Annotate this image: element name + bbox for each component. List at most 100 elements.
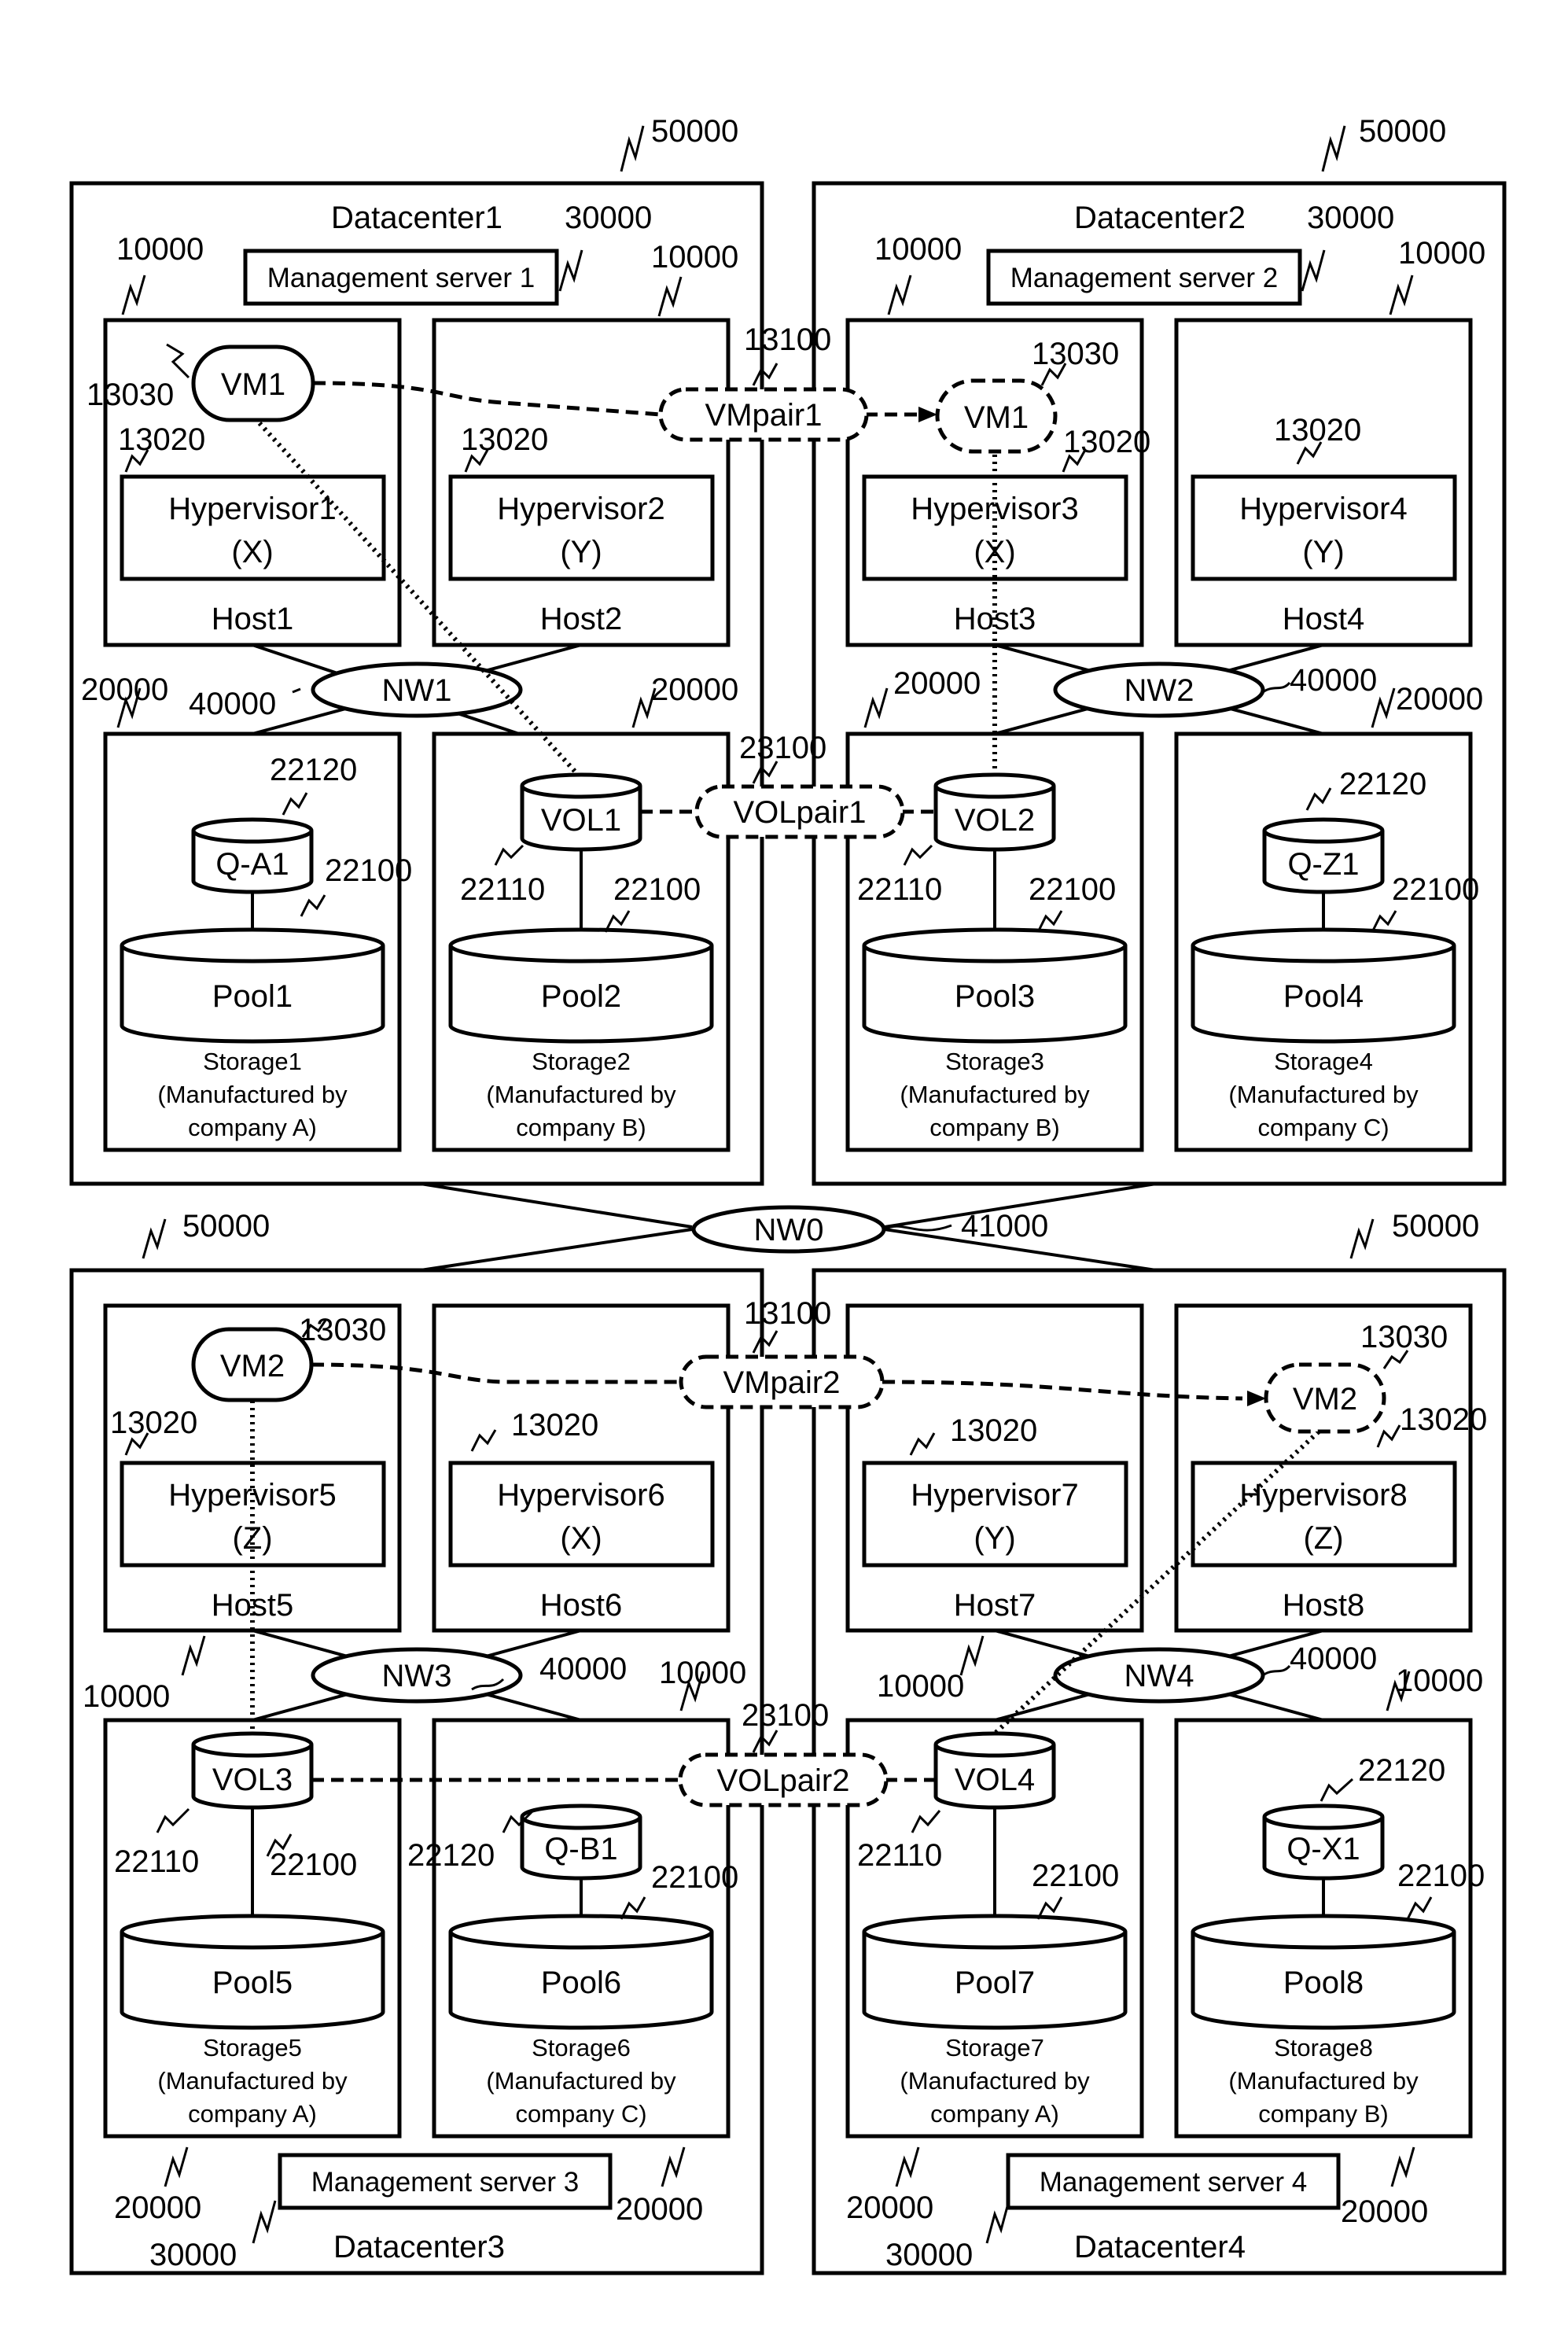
nw0-label: NW0: [754, 1213, 824, 1247]
vm2-copy-ref: 13030: [1360, 1320, 1448, 1354]
storage3-maker-line2: company B): [929, 1114, 1059, 1141]
server1-ref: 30000: [565, 201, 652, 235]
vol2-label: VOL2: [955, 803, 1035, 838]
ref-leader: [662, 2147, 684, 2187]
vmpair2-arrowhead: [1247, 1391, 1266, 1406]
storage4-name: Storage4: [1274, 1048, 1373, 1075]
host4-name: Host4: [1283, 602, 1365, 636]
q-x1-label: Q-X1: [1286, 1832, 1360, 1866]
ref-leader: [904, 846, 932, 865]
host4-box: [1176, 320, 1470, 645]
q-x1-ref: 22120: [1358, 1753, 1445, 1788]
hypervisor7-ref: 13020: [950, 1413, 1037, 1448]
ref-leader: [753, 1730, 777, 1752]
nw1-label: NW1: [382, 673, 452, 708]
q-a1-ref: 22120: [270, 753, 357, 787]
ref-leader: [1302, 250, 1324, 291]
vol1-label: VOL1: [541, 803, 621, 838]
datacenter4-ref: 50000: [1392, 1209, 1479, 1244]
vmpair1-label: VMpair1: [705, 398, 823, 433]
datacenter1-name: Datacenter1: [331, 201, 502, 235]
host8-ref: 10000: [1396, 1664, 1483, 1698]
volume-pool-links-top: [252, 851, 1323, 930]
hypervisor3-name: Hypervisor3: [911, 492, 1078, 526]
ref-leader: [1307, 788, 1331, 810]
ref-leader: [896, 2147, 918, 2187]
nw1-ref: 40000: [189, 687, 276, 721]
vm1-ref: 13030: [86, 378, 174, 412]
storage2-ref: 20000: [651, 672, 738, 707]
vol3-label: VOL3: [212, 1763, 293, 1797]
storage4-maker-line1: (Manufactured by: [1228, 1081, 1419, 1108]
ref-leader: [1392, 2147, 1414, 2187]
host8-name: Host8: [1283, 1588, 1365, 1623]
storage3-name: Storage3: [945, 1048, 1044, 1075]
storage5-maker-line2: company A): [188, 2100, 317, 2128]
host2-name: Host2: [540, 602, 623, 636]
storage2-maker-line2: company B): [516, 1114, 646, 1141]
hypervisor1-name: Hypervisor1: [168, 492, 336, 526]
host1-name: Host1: [212, 602, 294, 636]
ref-leader: [1372, 911, 1396, 932]
host7-ref: 10000: [877, 1669, 964, 1704]
pool6-ref: 22100: [651, 1860, 738, 1895]
hypervisor1-type: (X): [231, 535, 273, 569]
ref-leader: [253, 2201, 275, 2243]
server3-ref: 30000: [149, 2238, 237, 2272]
host3-ref: 10000: [874, 232, 962, 267]
q-a1-label: Q-A1: [215, 847, 289, 882]
vm1-label: VM1: [221, 367, 285, 402]
storage2-name: Storage2: [532, 1048, 631, 1075]
pool1-label: Pool1: [212, 979, 293, 1014]
pool6-label: Pool6: [541, 1966, 621, 2000]
nw4-ref: 40000: [1290, 1641, 1377, 1676]
hypervisor5-ref: 13020: [110, 1406, 197, 1440]
ref-leader: [293, 689, 300, 692]
pool4-label: Pool4: [1283, 979, 1364, 1014]
storage5-name: Storage5: [203, 2034, 302, 2061]
hypervisor8-name: Hypervisor8: [1239, 1478, 1407, 1512]
ref-leader: [1408, 1897, 1431, 1919]
vmpair2-ref: 13100: [744, 1296, 831, 1331]
storage4-maker-line2: company C): [1257, 1114, 1389, 1141]
vol3-ref: 22110: [114, 1844, 199, 1879]
storage1-ref: 20000: [81, 672, 168, 707]
ref-leader: [472, 1430, 495, 1451]
hypervisor4-name: Hypervisor4: [1239, 492, 1407, 526]
storage1-maker-line1: (Manufactured by: [157, 1081, 348, 1108]
pool7-ref: 22100: [1032, 1859, 1119, 1893]
nw2-ref: 40000: [1290, 663, 1377, 698]
storage3-maker-line1: (Manufactured by: [900, 1081, 1090, 1108]
ref-leader: [1263, 683, 1290, 692]
host1-ref: 10000: [116, 232, 204, 267]
ref-leader: [889, 275, 911, 315]
ref-leader: [865, 688, 887, 728]
datacenter3-name: Datacenter3: [333, 2230, 505, 2264]
storage2-maker-line1: (Manufactured by: [486, 1081, 676, 1108]
storage8-maker-line2: company B): [1258, 2100, 1388, 2128]
volpair2-ref: 23100: [742, 1698, 829, 1733]
storage3-ref: 20000: [893, 666, 981, 701]
hypervisor3-ref: 13020: [1063, 425, 1150, 459]
pool1-ref: 22100: [325, 853, 412, 888]
vol2-ref: 22110: [857, 872, 942, 907]
vm2-copy-label: VM2: [1293, 1382, 1357, 1417]
hypervisor7-name: Hypervisor7: [911, 1478, 1078, 1512]
pool3-label: Pool3: [955, 979, 1035, 1014]
pool5-ref: 22100: [270, 1848, 357, 1882]
vmpair2-link-right: [882, 1382, 1242, 1398]
nw2-label: NW2: [1124, 673, 1194, 708]
server4-ref: 30000: [885, 2238, 973, 2272]
nw4-label: NW4: [1124, 1659, 1194, 1693]
q-b1-ref: 22120: [407, 1838, 495, 1873]
hypervisor6-ref: 13020: [511, 1408, 598, 1442]
hypervisor2-ref: 13020: [461, 422, 548, 457]
nw3-ref: 40000: [539, 1652, 627, 1686]
q-z1-ref: 22120: [1339, 767, 1426, 801]
ref-leader: [911, 1433, 934, 1455]
management-server-4: Management server 4: [1040, 2167, 1307, 2198]
datacenter2-ref: 50000: [1359, 114, 1446, 149]
q-z1-label: Q-Z1: [1287, 847, 1359, 882]
storage7-ref: 20000: [846, 2190, 933, 2225]
hypervisor2-name: Hypervisor2: [497, 492, 664, 526]
